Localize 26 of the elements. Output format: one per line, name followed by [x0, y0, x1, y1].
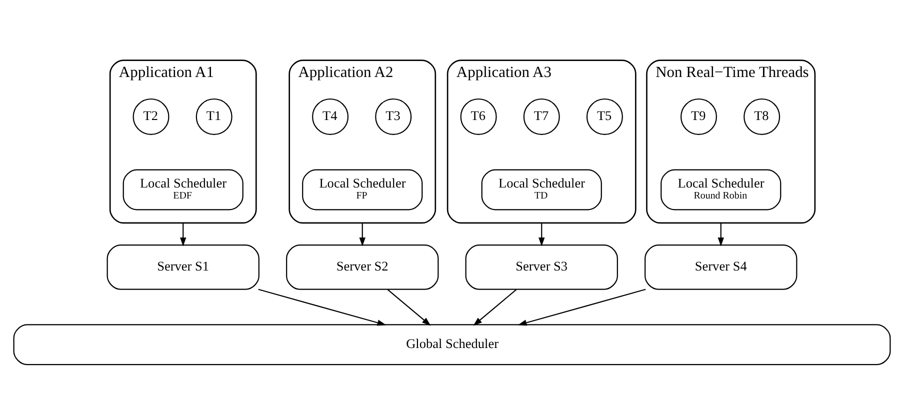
node-box: Server S3: [464, 244, 618, 290]
node-box: Global Scheduler: [12, 324, 890, 366]
node-circle: T3: [374, 98, 412, 135]
arrow: [358, 222, 365, 246]
arrow: [517, 288, 646, 326]
arrow: [717, 222, 724, 246]
node-circle: T2: [132, 98, 169, 135]
node-circle: T1: [195, 98, 232, 135]
node-box: Local Scheduler EDF: [122, 169, 243, 210]
arrow: [386, 289, 430, 326]
arrow: [538, 222, 544, 246]
node-box: Server S1: [106, 244, 259, 290]
node-circle: T6: [460, 98, 496, 135]
node-circle: T5: [586, 98, 622, 135]
node-circle: T4: [312, 98, 348, 135]
node-circle: T9: [680, 98, 717, 135]
arrow: [258, 288, 386, 326]
node-box: Local Scheduler FP: [302, 169, 422, 210]
node-box: Local Scheduler Round Robin: [660, 169, 781, 210]
node-box: Server S4: [644, 244, 797, 290]
arrow: [472, 289, 516, 326]
node-circle: T7: [522, 98, 560, 135]
node-box: Local Scheduler TD: [480, 169, 602, 210]
node-box: Server S2: [286, 244, 438, 290]
arrow: [180, 222, 186, 246]
node-circle: T8: [743, 98, 780, 135]
